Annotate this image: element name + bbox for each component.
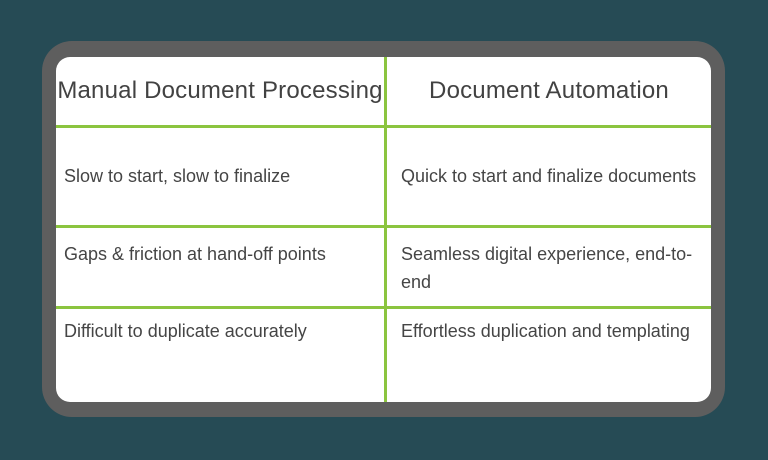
cell-manual-row-2-text: Gaps & friction at hand-off points [64,244,326,264]
comparison-table: Manual Document Processing Document Auto… [56,57,711,402]
cell-automation-row-1-text: Quick to start and finalize documents [401,166,697,186]
column-header-automation-label: Document Automation [429,77,669,104]
cell-automation-row-2: Seamless digital experience, end-to-end [384,225,711,306]
column-header-manual: Manual Document Processing [56,57,384,125]
cell-automation-row-2-text: Seamless digital experience, end-to-end [401,244,693,292]
column-header-automation: Document Automation [384,57,711,125]
cell-manual-row-1: Slow to start, slow to finalize [56,125,384,225]
card-frame: Manual Document Processing Document Auto… [42,41,725,417]
cell-automation-row-1: Quick to start and finalize documents [384,125,711,225]
cell-manual-row-3-text: Difficult to duplicate accurately [64,321,307,341]
column-header-manual-label: Manual Document Processing [57,77,383,104]
cell-automation-row-3: Effortless duplication and templating [384,306,711,402]
cell-manual-row-3: Difficult to duplicate accurately [56,306,384,402]
cell-manual-row-1-text: Slow to start, slow to finalize [64,166,291,186]
cell-automation-row-3-text: Effortless duplication and templating [401,321,690,341]
cell-manual-row-2: Gaps & friction at hand-off points [56,225,384,306]
